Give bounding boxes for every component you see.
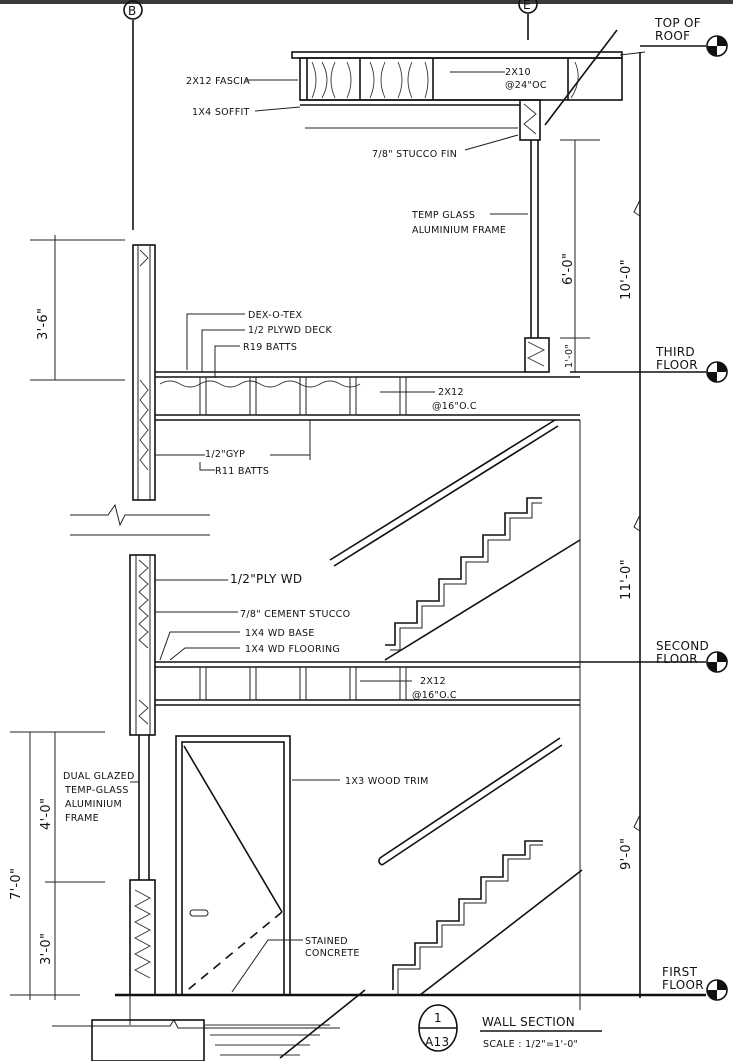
note-temp-glass-lower: TEMP-GLASS bbox=[64, 785, 129, 796]
second-floor-assembly bbox=[155, 661, 580, 706]
note-r11-batts: R11 BATTS bbox=[215, 466, 269, 477]
note-cement-stucco: 7/8" CEMENT STUCCO bbox=[240, 609, 350, 620]
note-ply-wd: 1/2"PLY WD bbox=[230, 572, 302, 586]
lower-stair bbox=[378, 737, 583, 996]
note-aluminium-frame: ALUMINIUM FRAME bbox=[412, 225, 506, 236]
note-ply-deck: 1/2 PLYWD DECK bbox=[248, 325, 332, 336]
note-second-joists-spacing: @16"O.C bbox=[412, 690, 457, 701]
note-wd-flooring: 1X4 WD FLOORING bbox=[245, 644, 340, 655]
level-label: FLOOR bbox=[656, 358, 698, 372]
grid-label-e: E bbox=[523, 0, 531, 12]
grid-line-b: B bbox=[123, 0, 143, 230]
top-bar bbox=[0, 0, 733, 4]
left-dimensions bbox=[10, 235, 125, 1000]
roof-assembly bbox=[291, 51, 646, 141]
dim-parapet: 3'-6" bbox=[36, 308, 51, 340]
level-label: SECOND bbox=[656, 639, 709, 653]
detail-number: 1 bbox=[434, 1011, 442, 1025]
grid-line-e: E bbox=[518, 0, 538, 40]
note-roof-joists: 2X10 bbox=[505, 67, 531, 78]
note-aluminium-lower: ALUMINIUM bbox=[65, 799, 122, 810]
note-dex-o-tex: DEX-O-TEX bbox=[248, 310, 303, 321]
note-roof-joists-spacing: @24"OC bbox=[505, 80, 547, 91]
note-wd-base: 1X4 WD BASE bbox=[245, 628, 315, 639]
detail-scale: SCALE : 1/2"=1'-0" bbox=[483, 1039, 578, 1050]
level-label: FLOOR bbox=[662, 978, 704, 992]
note-r19-batts: R19 BATTS bbox=[243, 342, 297, 353]
level-label: FLOOR bbox=[656, 652, 698, 666]
note-third-joists-spacing: @16"O.C bbox=[432, 401, 477, 412]
level-second-floor: SECOND FLOOR bbox=[580, 639, 728, 673]
third-floor-assembly bbox=[155, 371, 580, 421]
foundation bbox=[52, 989, 366, 1061]
sheet-number: A13 bbox=[425, 1035, 449, 1049]
note-stained: STAINED bbox=[305, 936, 348, 947]
dim-roof-to-third: 10'-0" bbox=[619, 259, 634, 300]
note-dual-glazed: DUAL GLAZED bbox=[63, 771, 135, 782]
level-label: FIRST bbox=[662, 965, 698, 979]
level-third-floor: THIRD FLOOR bbox=[570, 345, 728, 383]
dim-glass-height: 6'-0" bbox=[561, 253, 576, 285]
upper-stair bbox=[329, 419, 581, 1010]
note-gyp: 1/2"GYP bbox=[205, 449, 245, 460]
note-frame-lower: FRAME bbox=[65, 813, 99, 824]
dim-third-to-second: 11'-0" bbox=[619, 559, 634, 600]
note-wood-trim: 1X3 WOOD TRIM bbox=[345, 776, 429, 787]
level-top-of-roof: TOP OF ROOF bbox=[640, 16, 728, 57]
note-temp-glass: TEMP GLASS bbox=[411, 210, 475, 221]
note-concrete: CONCRETE bbox=[305, 948, 360, 959]
dim-window: 4'-0" bbox=[39, 798, 54, 830]
dim-second-to-first: 9'-0" bbox=[619, 838, 634, 870]
note-fascia: 2X12 FASCIA bbox=[186, 76, 250, 87]
grid-label-b: B bbox=[128, 4, 137, 18]
level-label: ROOF bbox=[655, 29, 690, 43]
note-soffit: 1X4 SOFFIT bbox=[192, 107, 250, 118]
left-wall bbox=[70, 244, 210, 996]
note-stucco-fin: 7/8" STUCCO FIN bbox=[372, 149, 457, 160]
note-third-joists: 2X12 bbox=[438, 387, 464, 398]
detail-title-block: 1 A13 WALL SECTION SCALE : 1/2"=1'-0" bbox=[418, 1004, 602, 1052]
dim-wainscot: 3'-0" bbox=[39, 933, 54, 965]
dim-overall-left: 7'-0" bbox=[9, 868, 24, 900]
level-label: TOP OF bbox=[654, 16, 701, 30]
detail-title: WALL SECTION bbox=[482, 1015, 575, 1029]
level-label: THIRD bbox=[655, 345, 695, 359]
dim-sill: 1'-0" bbox=[564, 344, 575, 368]
upper-glazing bbox=[524, 139, 600, 373]
note-second-joists: 2X12 bbox=[420, 676, 446, 687]
door bbox=[175, 735, 291, 996]
